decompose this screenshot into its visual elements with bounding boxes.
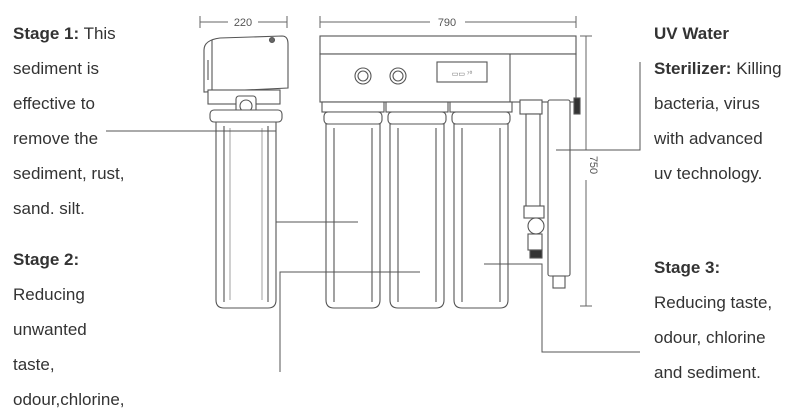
- uv-lamp-chamber: [547, 99, 571, 277]
- uv-line-2: with advanced: [654, 129, 763, 148]
- stage3-line-0: Reducing taste,: [654, 293, 773, 312]
- stage1-line-0: This: [83, 24, 116, 43]
- stage1-line-1: sediment is: [13, 59, 99, 78]
- dimension-220: [199, 16, 288, 28]
- display-panel-text: ▭▭ ⁷⁰: [452, 70, 473, 78]
- stage2-line-3: odour,chlorine,: [13, 390, 125, 409]
- stage3-description: Stage 3: Reducing taste, odour, chlorine…: [654, 250, 772, 390]
- uv-line-3: uv technology.: [654, 164, 763, 183]
- stage3-line-2: and sediment.: [654, 363, 761, 382]
- stage1-line-2: effective to: [13, 94, 95, 113]
- uv-description: UV Water Sterilizer: Killing bacteria, v…: [654, 16, 782, 191]
- uv-heading-line1: UV Water: [654, 24, 729, 43]
- stage2-filter: [321, 101, 385, 309]
- sediment-filter-head: [203, 35, 289, 93]
- stage2-line-1: unwanted: [13, 320, 87, 339]
- stage3-line-1: odour, chlorine: [654, 328, 766, 347]
- stage1-filter: [203, 35, 289, 309]
- display-panel: [436, 61, 488, 83]
- stage1-line-5: sand. silt.: [13, 199, 85, 218]
- leader-lines: [106, 62, 641, 372]
- dimension-790: [319, 16, 577, 28]
- dimension-220-label: 220: [234, 17, 252, 29]
- stage2-heading: Stage 2:: [13, 250, 80, 269]
- dimension-790-label: 790: [438, 17, 456, 29]
- stage2-description: Stage 2: Reducing unwanted taste, odour,…: [13, 242, 125, 417]
- stage3-heading: Stage 3:: [654, 258, 721, 277]
- stage1-line-4: sediment, rust,: [13, 164, 125, 183]
- stage2-line-2: taste,: [13, 355, 55, 374]
- dimension-750-label: 750: [587, 156, 599, 174]
- stage1-heading: Stage 1:: [13, 24, 80, 43]
- stage2b-filter: [385, 101, 449, 309]
- uv-line-0: Killing: [736, 59, 782, 78]
- stage2-line-0: Reducing: [13, 285, 85, 304]
- stage1-description: Stage 1: This sediment is effective to r…: [13, 16, 125, 226]
- uv-line-1: bacteria, virus: [654, 94, 760, 113]
- uv-sterilizer: [519, 99, 571, 289]
- stage3-filter: [449, 101, 513, 309]
- uv-heading-line2: Sterilizer:: [654, 59, 732, 78]
- stage1-line-3: remove the: [13, 129, 99, 148]
- dimension-750: [580, 35, 592, 307]
- sediment-filter-housing: [215, 121, 277, 309]
